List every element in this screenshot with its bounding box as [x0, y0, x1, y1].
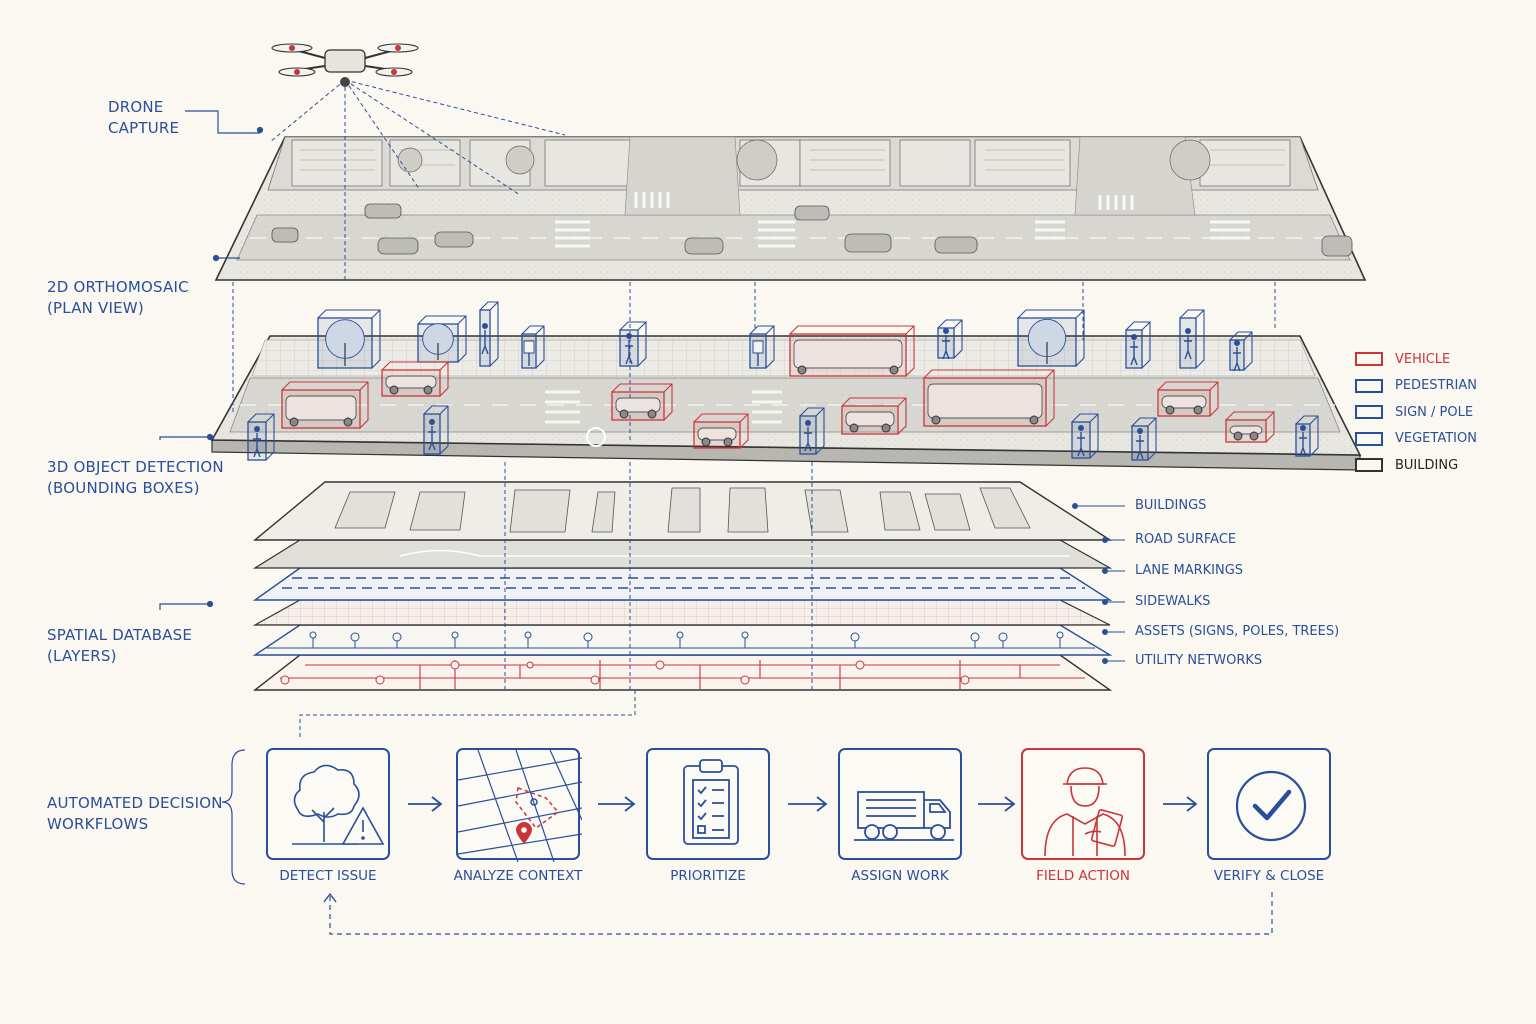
object-bounding-box [1131, 417, 1157, 461]
legend-swatch [1355, 378, 1383, 393]
workflow-label-assign-work: ASSIGN WORK [851, 868, 949, 884]
clipboard-checklist-icon [683, 759, 739, 845]
label-spatial-database: SPATIAL DATABASE (LAYERS) [47, 625, 192, 667]
object-bounding-box [619, 321, 647, 367]
map-pin-icon [458, 750, 582, 862]
label-workflows: AUTOMATED DECISION WORKFLOWS [47, 793, 223, 835]
label-orthomosaic: 2D ORTHOMOSAIC (PLAN VIEW) [47, 277, 189, 319]
label-line: (LAYERS) [47, 647, 117, 665]
projection-lines [232, 282, 1276, 738]
label-line: WORKFLOWS [47, 815, 149, 833]
layer-label-utility-networks: UTILITY NETWORKS [1135, 653, 1263, 668]
legend-item-sign-pole: SIGN / POLE [1355, 399, 1477, 426]
legend: VEHICLE PEDESTRIAN SIGN / POLE VEGETATIO… [1355, 346, 1477, 479]
object-bounding-box [1125, 321, 1151, 369]
vehicle-bounding-box [923, 369, 1055, 427]
legend-label: SIGN / POLE [1395, 404, 1474, 420]
legend-item-pedestrian: PEDESTRIAN [1355, 373, 1477, 400]
workflow-step-analyze-context[interactable] [456, 748, 582, 862]
layer-label-lane-markings: LANE MARKINGS [1135, 563, 1244, 578]
vehicle-bounding-box [381, 361, 449, 397]
legend-swatch [1355, 458, 1383, 473]
label-detection: 3D OBJECT DETECTION (BOUNDING BOXES) [47, 457, 224, 499]
object-bounding-box [1017, 309, 1085, 367]
layer-label-buildings: BUILDINGS [1135, 498, 1207, 513]
layer-label-road-surface: ROAD SURFACE [1135, 532, 1237, 547]
label-line: 2D ORTHOMOSAIC [47, 278, 189, 296]
vehicle-bounding-box [841, 397, 907, 435]
checkmark-circle-icon [1235, 770, 1307, 842]
vehicle-bounding-box [1157, 381, 1219, 417]
label-line: SPATIAL DATABASE [47, 626, 193, 644]
object-bounding-box [1295, 415, 1319, 457]
workflow-label-verify-close: VERIFY & CLOSE [1213, 868, 1325, 884]
workflow-label-field-action: FIELD ACTION [1036, 868, 1130, 884]
label-line: AUTOMATED DECISION [47, 794, 223, 812]
workflow-step-verify-close[interactable] [1207, 748, 1331, 860]
object-bounding-box [937, 319, 963, 360]
detection-boxes [247, 301, 1319, 461]
label-leaders [159, 110, 264, 885]
legend-item-vegetation: VEGETATION [1355, 426, 1477, 453]
layer-label-sidewalks: SIDEWALKS [1135, 594, 1211, 609]
truck-icon [854, 791, 954, 841]
workflow-step-assign-work[interactable] [838, 748, 962, 860]
workflow-step-detect-issue[interactable] [266, 748, 390, 860]
legend-label: VEGETATION [1395, 431, 1477, 447]
label-line: 3D OBJECT DETECTION [47, 458, 224, 476]
object-bounding-box [1179, 309, 1205, 369]
label-line: DRONE [108, 98, 164, 116]
orthomosaic-layer [214, 136, 1367, 281]
drone-icon [269, 43, 566, 280]
legend-swatch [1355, 352, 1383, 367]
object-bounding-box [749, 325, 775, 369]
label-line: CAPTURE [108, 119, 180, 137]
object-bounding-box [1229, 331, 1253, 372]
workflow-label-analyze-context: ANALYZE CONTEXT [453, 868, 583, 884]
workflow-arrows [408, 796, 1198, 812]
object-bounding-box [317, 309, 381, 369]
vehicle-bounding-box [693, 413, 749, 449]
legend-item-vehicle: VEHICLE [1355, 346, 1477, 373]
feedback-arrowhead [323, 892, 337, 903]
legend-label: VEHICLE [1395, 351, 1451, 367]
object-bounding-box [521, 325, 545, 369]
object-bounding-box [1071, 413, 1099, 459]
layer-stack [252, 481, 1113, 691]
legend-label: BUILDING [1395, 457, 1459, 473]
object-bounding-box [423, 405, 449, 455]
vehicle-bounding-box [281, 381, 369, 429]
vehicle-bounding-box [611, 383, 673, 421]
feedback-loop [329, 892, 1273, 935]
object-bounding-box [247, 413, 275, 461]
object-bounding-box [417, 315, 467, 363]
label-line: (PLAN VIEW) [47, 299, 144, 317]
vehicle-bounding-box [1225, 411, 1275, 443]
vehicle-bounding-box [789, 325, 915, 377]
legend-label: PEDESTRIAN [1395, 378, 1477, 394]
legend-item-building: BUILDING [1355, 452, 1477, 479]
label-drone-capture: DRONE CAPTURE [108, 97, 179, 139]
legend-swatch [1355, 405, 1383, 420]
legend-swatch [1355, 431, 1383, 446]
detection-layer [210, 335, 1362, 471]
worker-tablet-icon [1044, 767, 1126, 857]
label-line: (BOUNDING BOXES) [47, 479, 200, 497]
workflow-label-prioritize: PRIORITIZE [670, 868, 746, 884]
workflow-step-field-action[interactable] [1021, 748, 1145, 860]
workflow-label-detect-issue: DETECT ISSUE [279, 868, 377, 884]
layer-leaders [1072, 503, 1125, 664]
object-bounding-box [799, 407, 825, 455]
tree-warning-icon [292, 764, 385, 845]
object-bounding-box [479, 301, 499, 367]
layer-label-assets: ASSETS (SIGNS, POLES, TREES) [1135, 624, 1340, 639]
workflow-step-prioritize[interactable] [646, 748, 770, 860]
